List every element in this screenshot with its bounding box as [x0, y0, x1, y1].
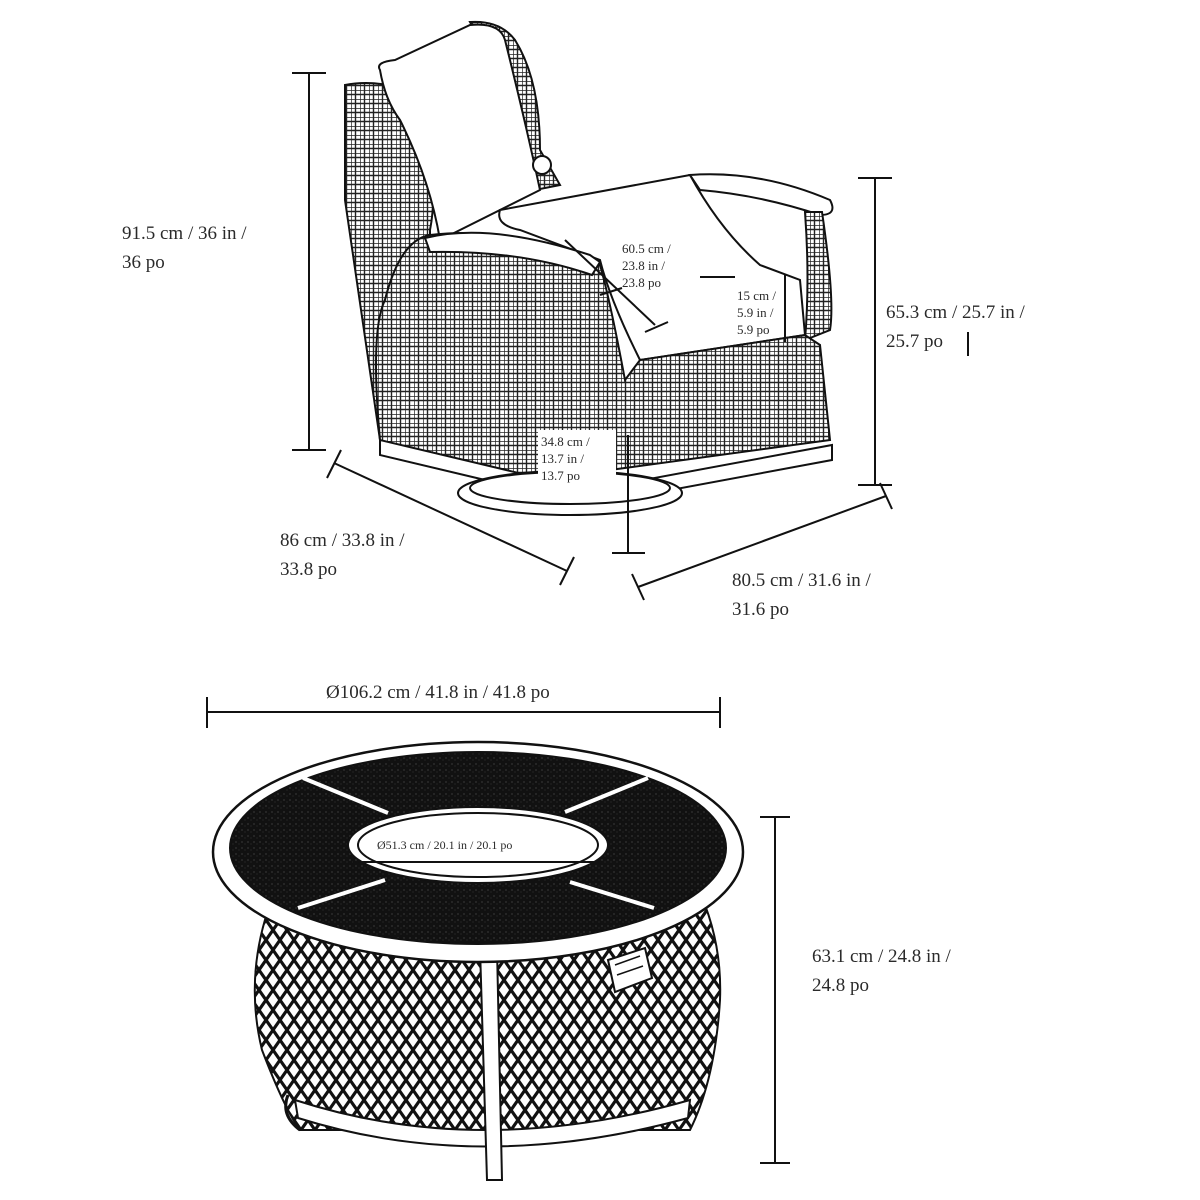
fire-pit-dimension-lines	[206, 697, 790, 1164]
chair-seat-height-label: 34.8 cm / 13.7 in / 13.7 po	[541, 433, 590, 484]
chair-height-line1: 91.5 cm / 36 in /	[122, 223, 247, 244]
chair-arm-height-label: 65.3 cm / 25.7 in / 25.7 po	[886, 298, 1025, 356]
chair-seat-depth-line2: 23.8 in /	[622, 258, 665, 273]
chair-depth-line2: 33.8 po	[280, 559, 337, 580]
chair-arm-height-line1: 65.3 cm / 25.7 in /	[886, 302, 1025, 323]
chair-seat-depth-label: 60.5 cm / 23.8 in / 23.8 po	[622, 240, 671, 291]
chair-cushion-line1: 15 cm /	[737, 288, 776, 303]
fire-pit-burner-diameter-label: Ø51.3 cm / 20.1 in / 20.1 po	[377, 838, 512, 853]
fire-pit-height-line1: 63.1 cm / 24.8 in /	[812, 946, 951, 967]
chair-cushion-line3: 5.9 po	[737, 322, 770, 337]
fire-pit-burner-diameter-text: Ø51.3 cm / 20.1 in / 20.1 po	[377, 838, 513, 852]
chair-cushion-line2: 5.9 in /	[737, 305, 774, 320]
chair-seat-depth-line1: 60.5 cm /	[622, 241, 671, 256]
chair-cushion-thickness-label: 15 cm / 5.9 in / 5.9 po	[737, 287, 776, 338]
chair-depth-line1: 86 cm / 33.8 in /	[280, 530, 405, 551]
chair-height-line2: 36 po	[122, 252, 165, 273]
fire-pit-diameter-label: Ø106.2 cm / 41.8 in / 41.8 po	[326, 678, 550, 707]
chair-width-label: 80.5 cm / 31.6 in / 31.6 po	[732, 566, 871, 624]
chair-width-line2: 31.6 po	[732, 599, 789, 620]
chair-height-label: 91.5 cm / 36 in / 36 po	[122, 219, 247, 277]
fire-pit-height-label: 63.1 cm / 24.8 in / 24.8 po	[812, 942, 951, 1000]
chair-seat-depth-line3: 23.8 po	[622, 275, 661, 290]
chair-seat-height-line1: 34.8 cm /	[541, 434, 590, 449]
chair-dimension-lines	[292, 72, 969, 601]
chair-seat-height-line2: 13.7 in /	[541, 451, 584, 466]
fire-pit-illustration	[211, 740, 745, 1181]
chair-illustration	[344, 20, 834, 516]
fire-pit-height-line2: 24.8 po	[812, 975, 869, 996]
chair-depth-label: 86 cm / 33.8 in / 33.8 po	[280, 526, 405, 584]
chair-arm-height-line2: 25.7 po	[886, 331, 943, 352]
fire-pit-diameter-text: Ø106.2 cm / 41.8 in / 41.8 po	[326, 682, 550, 703]
chair-width-line1: 80.5 cm / 31.6 in /	[732, 570, 871, 591]
chair-seat-height-line3: 13.7 po	[541, 468, 580, 483]
